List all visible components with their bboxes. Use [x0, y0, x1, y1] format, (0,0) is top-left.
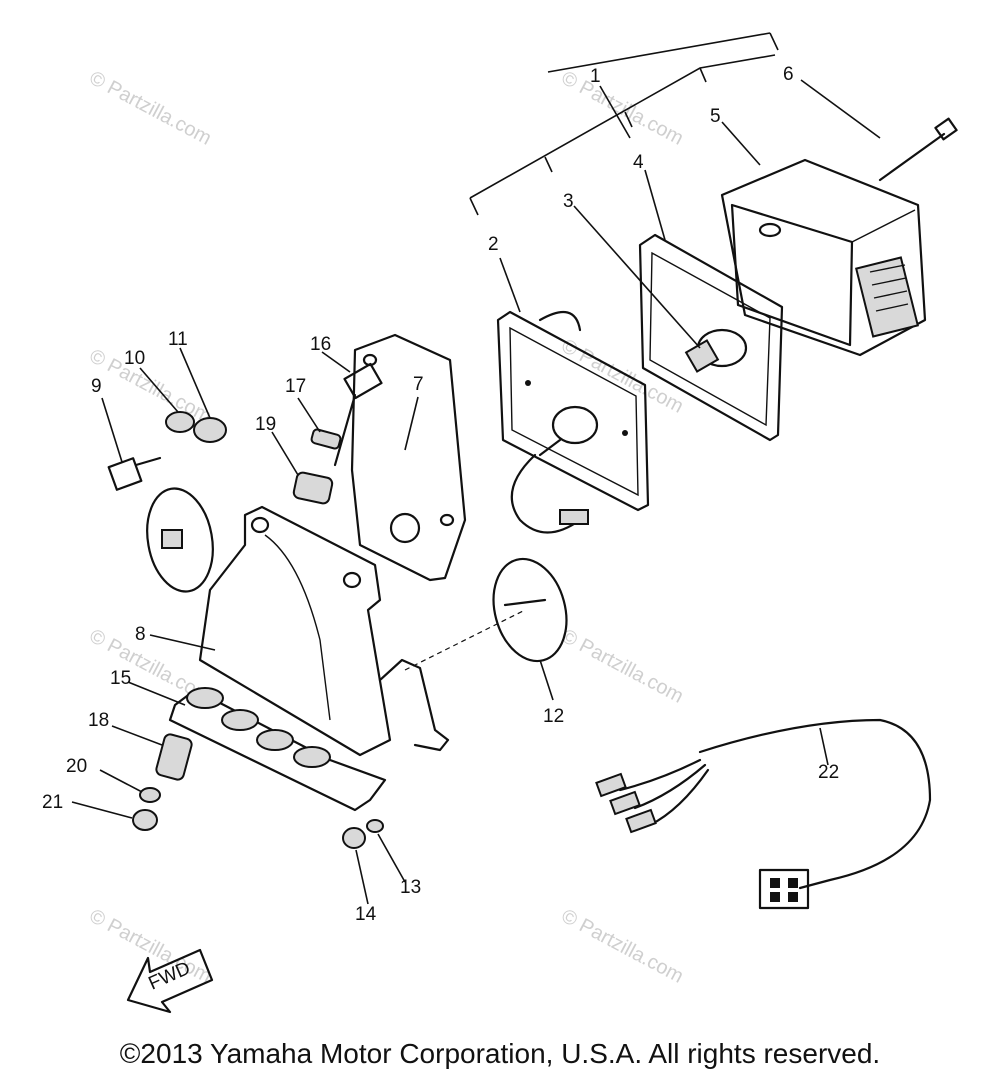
callout-15: 15	[110, 668, 131, 689]
lens-gasket	[638, 233, 784, 442]
spacer	[292, 471, 334, 505]
watermark: © Partzilla.com	[558, 905, 687, 988]
washer-small	[139, 787, 161, 803]
nut	[193, 417, 227, 443]
bolt	[333, 362, 383, 467]
callout-3: 3	[563, 191, 574, 212]
callout-6: 6	[783, 64, 794, 85]
callout-12: 12	[543, 706, 564, 727]
washer-small	[165, 411, 195, 433]
callout-4: 4	[633, 152, 644, 173]
nut	[342, 827, 366, 849]
screw	[878, 117, 958, 182]
watermark: © Partzilla.com	[86, 67, 215, 150]
copyright-notice: ©2013 Yamaha Motor Corporation, U.S.A. A…	[119, 1038, 881, 1069]
bulb	[684, 328, 748, 373]
nut	[132, 809, 158, 831]
callout-13: 13	[400, 877, 421, 898]
callout-2: 2	[488, 234, 499, 255]
reflector-strip	[168, 687, 387, 812]
reflector-disc	[492, 557, 568, 663]
callout-1: 1	[590, 66, 601, 87]
callout-17: 17	[285, 376, 306, 397]
callout-5: 5	[710, 106, 721, 127]
callout-20: 20	[66, 756, 87, 777]
collar	[155, 733, 193, 781]
callout-18: 18	[88, 710, 109, 731]
callout-7: 7	[413, 374, 424, 395]
reflector-disc	[146, 487, 214, 593]
callout-9: 9	[91, 376, 102, 397]
mounting-plate	[350, 333, 467, 582]
callout-8: 8	[135, 624, 146, 645]
callout-16: 16	[310, 334, 331, 355]
callout-11: 11	[168, 329, 188, 350]
callout-14: 14	[355, 904, 377, 925]
callout-10: 10	[124, 348, 145, 369]
lamp-base	[496, 310, 650, 534]
callout-numbers: 1 2 3 4 5 6 7 8 9 10 11 12 13 14 15 16 1…	[42, 64, 839, 925]
taillight-housing	[720, 158, 927, 357]
callout-21: 21	[42, 792, 63, 813]
license-bracket	[198, 505, 526, 757]
assembly-brackets	[469, 32, 779, 216]
washer	[310, 428, 342, 450]
washer-small	[366, 819, 384, 833]
callout-19: 19	[255, 414, 276, 435]
bolt-small	[107, 456, 162, 491]
watermark: © Partzilla.com	[558, 625, 687, 708]
leader-lines	[71, 79, 881, 905]
wire-harness	[595, 718, 932, 910]
callout-22: 22	[818, 762, 839, 783]
